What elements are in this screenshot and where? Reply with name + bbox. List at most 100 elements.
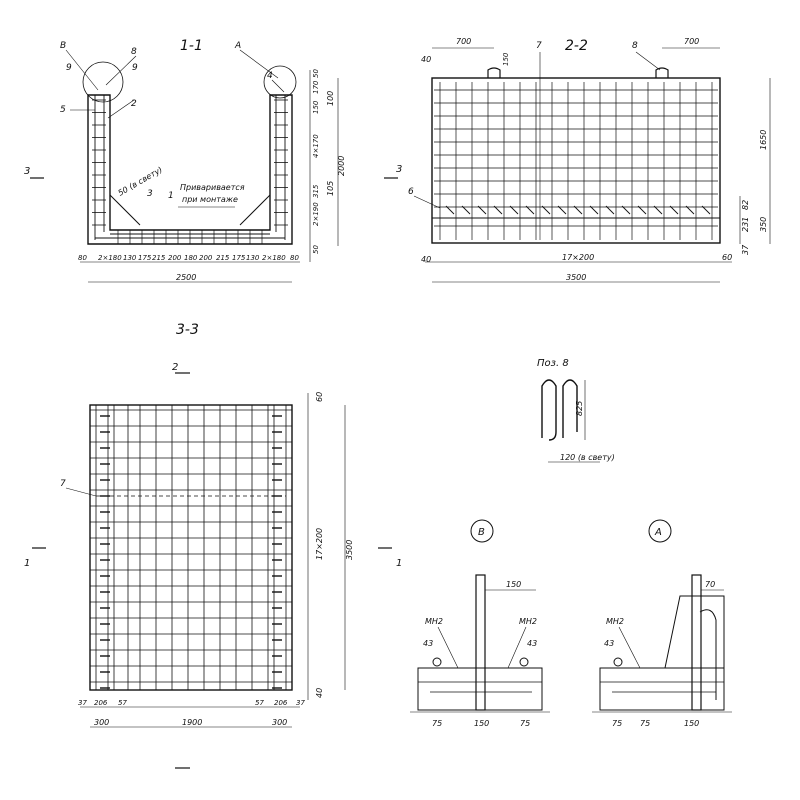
detail-b-dim-75-left: 75	[432, 719, 442, 728]
lifting-loop-left	[487, 67, 501, 78]
detail-b-bar-right	[519, 657, 529, 667]
detail-a-haunch	[664, 595, 725, 710]
detail-a-base	[599, 667, 725, 711]
dim-700-left: 700	[456, 37, 471, 46]
dim-right-1-1: 4×170	[312, 134, 320, 158]
dim-bottom-1-1: 215	[216, 254, 230, 262]
callout-pos7-33: 7	[60, 479, 66, 489]
dim-17x200: 17×200	[562, 253, 594, 262]
haunch-bar	[669, 205, 679, 215]
small-105: 105	[326, 181, 335, 196]
dim-small-3-3: 37	[296, 699, 305, 707]
detail-a-circle	[263, 65, 297, 99]
detail-a-title-circle	[648, 519, 672, 543]
dim-bottom-1-1: 2×180	[98, 254, 122, 262]
detail-b-dim-150: 150	[506, 580, 521, 589]
leader-pos7-33	[65, 487, 97, 497]
detail-a-dim-43: 43	[604, 639, 614, 648]
dim-main-3-3: 1900	[182, 718, 202, 727]
callout-pos3: 3	[147, 189, 153, 199]
dim-main-3-3: 300	[94, 718, 109, 727]
dim-bottom-1-1: 2×180	[262, 254, 286, 262]
callout-pos7-22: 7	[536, 41, 542, 51]
pos8-detail: Поз. 8 825 120 (в свету)	[537, 358, 615, 463]
dim-bottom-1-1: 175	[232, 254, 246, 262]
section-2-2-title: 2-2	[565, 38, 588, 54]
haunch-bar	[445, 205, 455, 215]
dim-main-3-3: 300	[272, 718, 287, 727]
callout-pos2: 2	[131, 99, 137, 109]
note-line-1: Приваривается	[180, 183, 245, 192]
cut-mark-1-left-label: 1	[24, 558, 30, 569]
plan-outline	[89, 404, 293, 691]
detail-b-bar-left	[432, 657, 442, 667]
haunch-bar	[685, 205, 695, 215]
detail-b-post	[475, 574, 486, 711]
wall-panel-outline	[431, 77, 721, 244]
dim-right-1-1: 170	[312, 80, 320, 94]
haunch-bar	[541, 205, 551, 215]
callout-pos1: 1	[168, 191, 174, 201]
u-frame-outline	[87, 94, 293, 245]
dim-17x200-33: 17×200	[315, 528, 324, 560]
detail-a-dim-75-left: 75	[612, 719, 622, 728]
overall-3500: 3500	[566, 273, 586, 282]
dim-37: 37	[741, 244, 750, 255]
lifting-loop-right	[655, 67, 669, 78]
dim-bottom-1-1: 200	[168, 254, 182, 262]
cut-mark-3-label: 3	[24, 166, 30, 177]
pos8-width: 120 (в свету)	[560, 453, 615, 462]
haunch-right	[239, 194, 271, 226]
dim-right-1-1: 50	[312, 245, 320, 254]
dim-right-1-1: 50	[312, 69, 320, 78]
height-2000: 2000	[337, 156, 346, 176]
note-line-2: при монтаже	[182, 195, 238, 204]
dim-350: 350	[759, 217, 768, 232]
dim-231: 231	[741, 217, 750, 232]
dim-40-33: 40	[315, 688, 324, 698]
wall-mesh	[434, 82, 718, 240]
dim-right-1-1: 315	[312, 184, 320, 198]
dim-bottom-1-1: 80	[290, 254, 299, 262]
haunch-bar	[653, 205, 663, 215]
detail-a: А МН2 70 43 75 75 150	[592, 519, 732, 728]
detail-b-mh-right: МН2	[519, 617, 537, 626]
dim-bottom-1-1: 130	[123, 254, 137, 262]
dim-3500-33: 3500	[345, 540, 354, 560]
detail-a-dim-75-mid: 75	[640, 719, 650, 728]
section-3-3-title: 3-3	[176, 322, 199, 338]
callout-pos8-22: 8	[632, 41, 638, 51]
haunch-bar	[605, 205, 615, 215]
dim-bottom-1-1: 80	[78, 254, 87, 262]
leaders-1-1	[65, 49, 285, 208]
dim-700-right: 700	[684, 37, 699, 46]
leaders-2-2	[413, 51, 661, 240]
pos8-title: Поз. 8	[537, 358, 569, 369]
haunch-bar	[509, 205, 519, 215]
callout-pos9b: 9	[132, 63, 138, 73]
haunch-bar	[701, 205, 711, 215]
pos8-height: 825	[575, 401, 584, 416]
detail-a-title: А	[654, 527, 662, 538]
dim-right-1-1: 150	[312, 100, 320, 114]
dim-small-3-3: 37	[78, 699, 87, 707]
dim-bottom-1-1: 180	[184, 254, 198, 262]
detail-b-dim-43-right: 43	[527, 639, 537, 648]
detail-b-mh-left: МН2	[425, 617, 443, 626]
detail-b-base	[417, 667, 543, 711]
dim-small-3-3: 206	[274, 699, 288, 707]
clear-gap-label: 50 (в свету)	[117, 165, 165, 198]
callout-pos8: 8	[131, 47, 137, 57]
haunch-bar	[573, 205, 583, 215]
haunch-left	[109, 194, 141, 226]
dim-right-1-1: 2×190	[312, 202, 320, 226]
callout-pos5: 5	[60, 105, 66, 115]
detail-b-dim-150-bottom: 150	[474, 719, 489, 728]
pos8-hook-right	[562, 379, 578, 438]
callout-pos6-22: 6	[408, 187, 414, 197]
section-1-1: 1-1 В А 8 9 9 5 2 4 3 1 50 (в свету) При…	[24, 38, 346, 283]
dims-right-1-1: 50 170 150 4×170 315 2×190 50	[312, 69, 320, 254]
haunch-bar	[461, 205, 471, 215]
